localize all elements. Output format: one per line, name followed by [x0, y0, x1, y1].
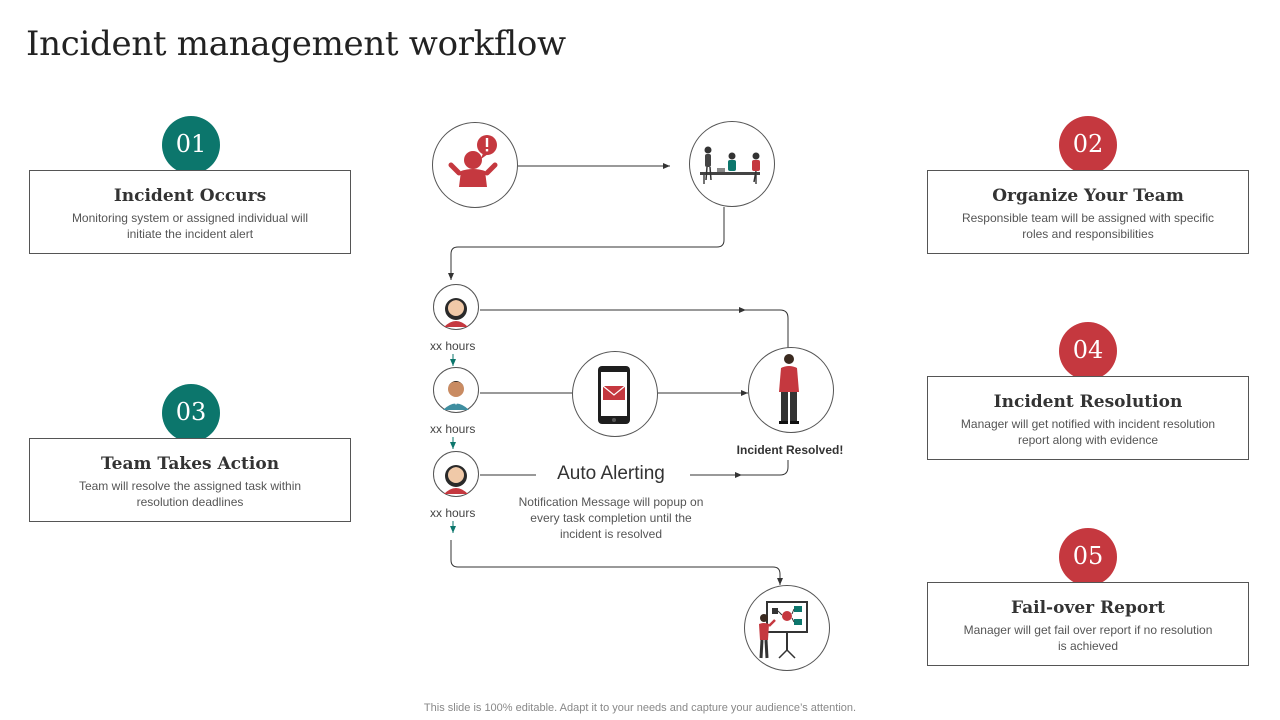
step-01-badge: 01	[162, 116, 220, 174]
step-02-card: Organize Your Team Responsible team will…	[927, 170, 1249, 254]
step-04-title: Incident Resolution	[993, 392, 1183, 412]
step-03-title: Team Takes Action	[100, 454, 280, 474]
responder-1-node	[433, 284, 479, 330]
connector-to-resolved-top	[746, 309, 789, 348]
step-04-desc: Manager will get notified with incident …	[960, 417, 1216, 447]
connector-to-resolved-bottom	[742, 460, 789, 476]
footer-note: This slide is 100% editable. Adapt it to…	[423, 702, 857, 714]
failover-node	[744, 585, 830, 671]
auto-alerting-title: Auto Alerting	[557, 463, 665, 484]
step-04-card: Incident Resolution Manager will get not…	[927, 376, 1249, 460]
page-title: Incident management workflow	[26, 24, 566, 64]
step-05-card: Fail-over Report Manager will get fail o…	[927, 582, 1249, 666]
step-01-desc: Monitoring system or assigned individual…	[71, 211, 309, 241]
hours-label-2: xx hours	[430, 422, 476, 436]
presentation-report-icon	[759, 601, 808, 659]
alert-person-icon	[448, 135, 498, 187]
team-meeting-node	[689, 121, 775, 207]
step-01-title: Incident Occurs	[113, 186, 267, 206]
step-01-card: Incident Occurs Monitoring system or ass…	[29, 170, 351, 254]
alert-person-node	[432, 122, 518, 208]
step-05-title: Fail-over Report	[1010, 598, 1165, 618]
hours-label-1: xx hours	[430, 339, 476, 353]
responder-3-node	[433, 451, 479, 497]
connector-to-failover	[450, 540, 783, 585]
step-02-title: Organize Your Team	[992, 186, 1184, 206]
man-avatar-icon	[443, 381, 469, 410]
woman-avatar-icon	[444, 298, 468, 327]
team-meeting-icon	[700, 146, 760, 184]
step-05-badge: 05	[1059, 528, 1117, 586]
resolved-node	[748, 347, 834, 433]
phone-node	[572, 351, 658, 437]
step-04-badge: 04	[1059, 322, 1117, 380]
step-03-card: Team Takes Action Team will resolve the …	[29, 438, 351, 522]
auto-alerting-desc: Notification Message will popup on every…	[518, 495, 704, 541]
responder-2-node	[433, 367, 479, 413]
connector-team-to-first-responder	[448, 207, 725, 280]
resolved-person-icon	[779, 354, 799, 424]
step-02-desc: Responsible team will be assigned with s…	[961, 211, 1215, 241]
hours-label-3: xx hours	[430, 506, 476, 520]
step-03-badge: 03	[162, 384, 220, 442]
incident-resolved-label: Incident Resolved!	[736, 443, 844, 457]
step-02-badge: 02	[1059, 116, 1117, 174]
phone-message-icon	[598, 366, 630, 424]
woman-avatar-icon	[444, 465, 468, 494]
step-03-desc: Team will resolve the assigned task with…	[78, 479, 302, 509]
step-05-desc: Manager will get fail over report if no …	[963, 623, 1213, 653]
